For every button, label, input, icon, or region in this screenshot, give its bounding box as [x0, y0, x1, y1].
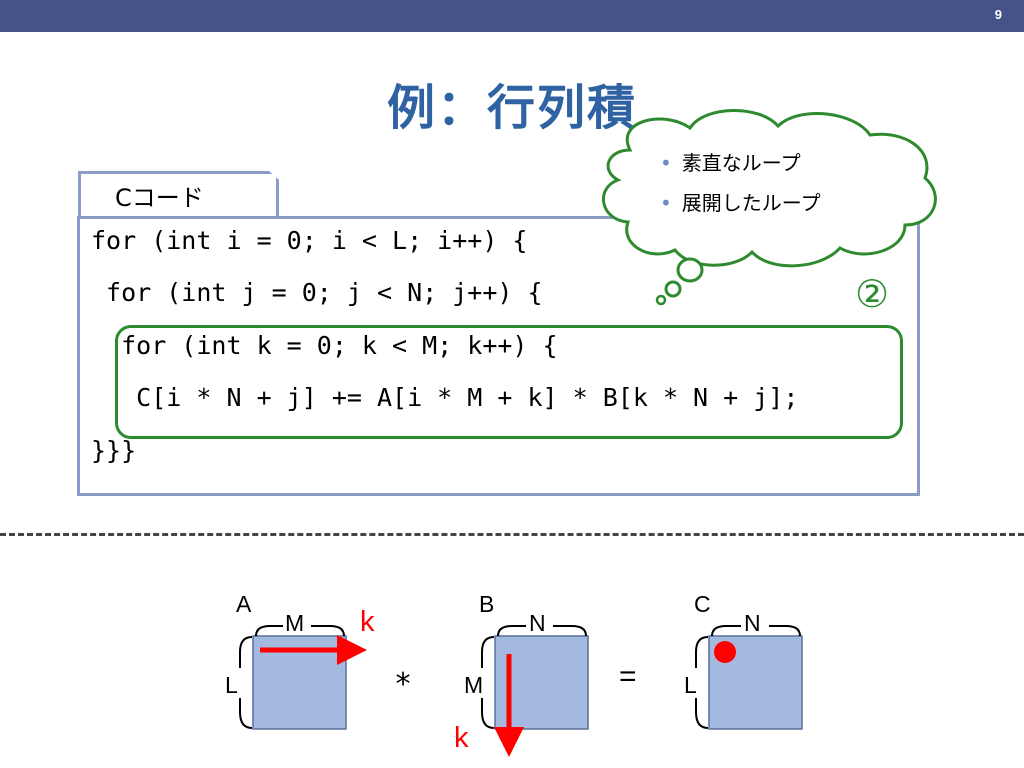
bubble-item-label: 素直なループ — [681, 151, 801, 175]
matrix-b-top-dim: N — [529, 610, 546, 636]
inner-loop-highlight — [115, 325, 903, 439]
matrix-c-side-brace — [695, 636, 709, 729]
matrix-b-group: B N M k — [454, 591, 589, 757]
header-bar: 9 — [0, 0, 1024, 32]
code-line-3: for (int k = 0; k < M; k++) { — [91, 331, 558, 360]
thought-dot-large — [676, 257, 704, 283]
section-divider — [0, 533, 1024, 536]
matrix-c-name: C — [694, 591, 711, 617]
matrix-a-top-dim: M — [285, 610, 304, 636]
thought-bubble-list: • 素直なループ • 展開したループ — [660, 150, 821, 230]
matrix-b-k-label: k — [454, 722, 469, 754]
code-line-2: for (int j = 0; j < N; j++) { — [91, 278, 543, 307]
thought-dot-small — [655, 294, 667, 306]
matrix-a-name: A — [236, 591, 252, 617]
matrix-c-top-brace — [711, 625, 801, 637]
matrix-a-side-brace — [239, 636, 253, 729]
bullet-icon: • — [660, 191, 672, 215]
matrix-a-top-brace — [255, 625, 345, 637]
matrix-b-name: B — [479, 591, 494, 617]
bubble-item: • 展開したループ — [660, 190, 821, 230]
equals-sign: = — [619, 660, 637, 693]
matrix-b-side-brace — [481, 636, 495, 729]
slide-number: 9 — [994, 7, 1002, 22]
slide-title: 例：行列積 — [386, 80, 637, 136]
matrix-c-top-dim: N — [744, 610, 761, 636]
matrix-a-k-label: k — [360, 606, 375, 638]
circled-number-marker: ② — [855, 272, 890, 316]
code-line-1: for (int i = 0; i < L; i++) { — [91, 226, 528, 255]
matrix-a-group: A M L k — [225, 591, 375, 730]
multiply-sign: * — [394, 667, 412, 702]
code-line-4: C[i * N + j] += A[i * M + k] * B[k * N +… — [91, 383, 799, 412]
matrix-a-side-dim: L — [225, 672, 238, 698]
matrix-b-top-brace — [497, 625, 587, 637]
matrix-c — [708, 635, 803, 730]
code-tab — [78, 171, 279, 220]
code-tab-label: Cコード — [115, 184, 204, 212]
matrix-c-side-dim: L — [684, 672, 697, 698]
matrix-c-group: C N L — [684, 591, 803, 730]
thought-cloud-shape — [602, 109, 937, 268]
bubble-item-label: 展開したループ — [681, 191, 821, 215]
matrix-c-element-dot — [714, 641, 736, 663]
thought-dot-medium — [664, 280, 682, 298]
bullet-icon: • — [660, 151, 672, 175]
bubble-item: • 素直なループ — [660, 150, 821, 190]
matrix-b-side-dim: M — [464, 672, 483, 698]
code-line-5: }}} — [91, 436, 137, 465]
